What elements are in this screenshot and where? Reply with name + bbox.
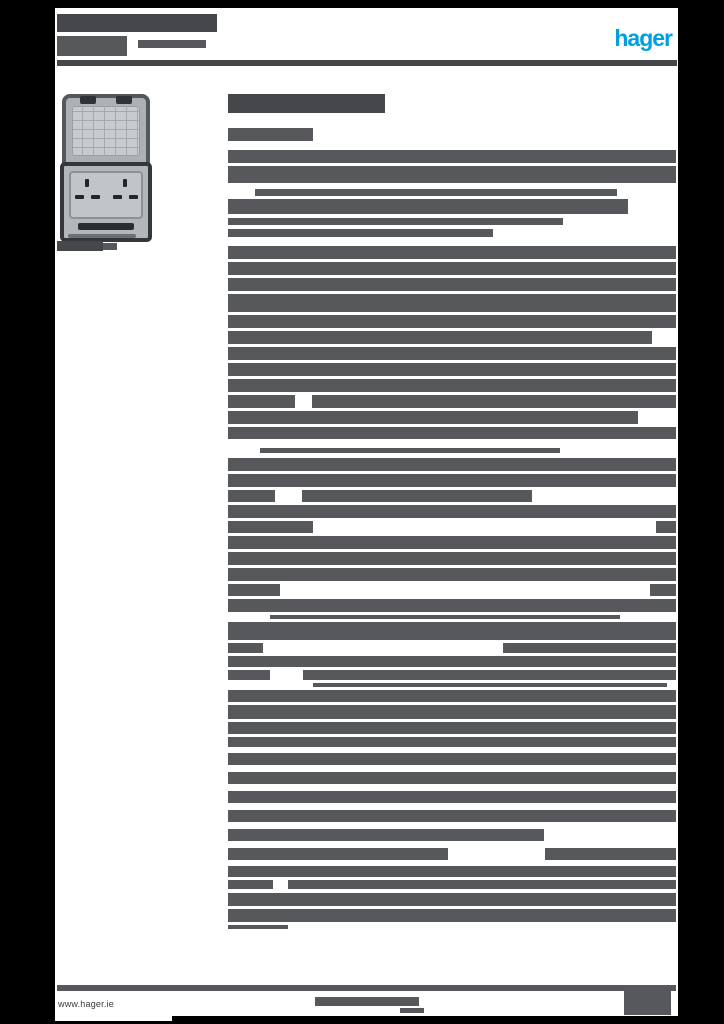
redacted-text-line <box>302 490 532 502</box>
product-shadow <box>68 234 136 238</box>
redacted-text-line <box>228 521 313 533</box>
redacted-text-line <box>228 94 385 113</box>
redacted-text-line <box>228 909 676 922</box>
redacted-text-line <box>228 490 275 502</box>
neutral-pin-hole-icon <box>91 195 100 199</box>
hinge-clip-icon <box>80 96 96 104</box>
redacted-text-line <box>57 241 103 251</box>
redacted-text-line <box>228 737 676 747</box>
redacted-text-line <box>228 772 676 784</box>
twin-socket-plate <box>69 171 143 219</box>
redacted-text-line <box>228 643 263 653</box>
earth-pin-hole-icon <box>85 179 89 187</box>
website-link-box[interactable]: www.hager.ie <box>55 995 172 1021</box>
product-photo <box>60 94 152 242</box>
redacted-text-line <box>656 521 676 533</box>
socket-enclosure <box>60 162 152 242</box>
earth-pin-hole-icon <box>123 179 127 187</box>
redacted-text-line <box>228 411 638 424</box>
hager-logo: hager <box>614 25 673 51</box>
redacted-text-line <box>313 683 667 687</box>
lid-membrane <box>72 106 140 156</box>
redacted-text-line <box>228 866 676 877</box>
live-pin-hole-icon <box>113 195 122 199</box>
redacted-text-line <box>228 347 676 360</box>
redacted-text-line <box>503 643 676 653</box>
redacted-text-line <box>650 584 676 596</box>
redacted-text-line <box>57 60 677 66</box>
redacted-text-line <box>138 40 206 48</box>
redacted-text-line <box>228 505 676 518</box>
redacted-text-line <box>228 810 676 822</box>
hinge-clip-icon <box>116 96 132 104</box>
redacted-text-line <box>545 848 676 860</box>
redacted-text-line <box>400 1008 424 1013</box>
website-link[interactable]: www.hager.ie <box>58 999 114 1009</box>
redacted-text-line <box>228 166 676 183</box>
redacted-text-line <box>228 315 676 328</box>
redacted-text-line <box>288 880 676 889</box>
redacted-text-line <box>228 722 676 734</box>
redacted-text-line <box>228 458 676 471</box>
redacted-text-line <box>260 448 560 453</box>
redacted-text-line <box>228 294 676 312</box>
redacted-text-line <box>228 395 295 408</box>
redacted-text-line <box>228 829 544 841</box>
redacted-text-line <box>255 189 617 196</box>
live-pin-hole-icon <box>75 195 84 199</box>
redacted-text-line <box>228 427 676 439</box>
redacted-text-line <box>228 199 628 214</box>
redacted-text-line <box>228 150 676 163</box>
redacted-text-line <box>228 552 676 565</box>
redacted-text-line <box>228 246 676 259</box>
redacted-text-line <box>228 690 676 702</box>
lid-grid-pattern <box>72 106 140 156</box>
redacted-text-line <box>228 584 280 596</box>
redacted-text-line <box>228 656 676 667</box>
redacted-text-line <box>315 997 419 1006</box>
redacted-text-line <box>228 705 676 719</box>
redacted-text-line <box>228 670 270 680</box>
redacted-text-line <box>228 218 563 225</box>
page-number-block <box>624 991 671 1015</box>
neutral-pin-hole-icon <box>129 195 138 199</box>
redacted-text-line <box>270 615 620 619</box>
redacted-text-line <box>228 599 676 612</box>
redacted-text-line <box>57 14 217 32</box>
redacted-text-line <box>228 753 676 765</box>
redacted-text-line <box>228 262 676 275</box>
redacted-text-line <box>228 229 493 237</box>
redacted-text-line <box>228 848 448 860</box>
redacted-text-line <box>228 536 676 549</box>
redacted-text-line <box>228 568 676 581</box>
redacted-text-line <box>228 278 676 291</box>
redacted-text-line <box>228 363 676 376</box>
redacted-text-line <box>312 395 676 408</box>
redacted-text-line <box>228 925 288 929</box>
redacted-text-line <box>228 622 676 640</box>
redacted-text-line <box>228 893 676 906</box>
redacted-text-line <box>103 243 117 250</box>
redacted-text-line <box>228 379 676 392</box>
redacted-text-line <box>228 474 676 487</box>
redacted-text-line <box>228 331 652 344</box>
redacted-text-line <box>303 670 676 680</box>
redacted-text-line <box>228 880 273 889</box>
redacted-text-line <box>228 791 676 803</box>
cable-entry-slot <box>78 223 134 230</box>
redacted-text-line <box>57 985 676 991</box>
product-lid <box>62 94 150 172</box>
redacted-text-line <box>228 128 313 141</box>
redacted-text-line <box>57 36 127 56</box>
